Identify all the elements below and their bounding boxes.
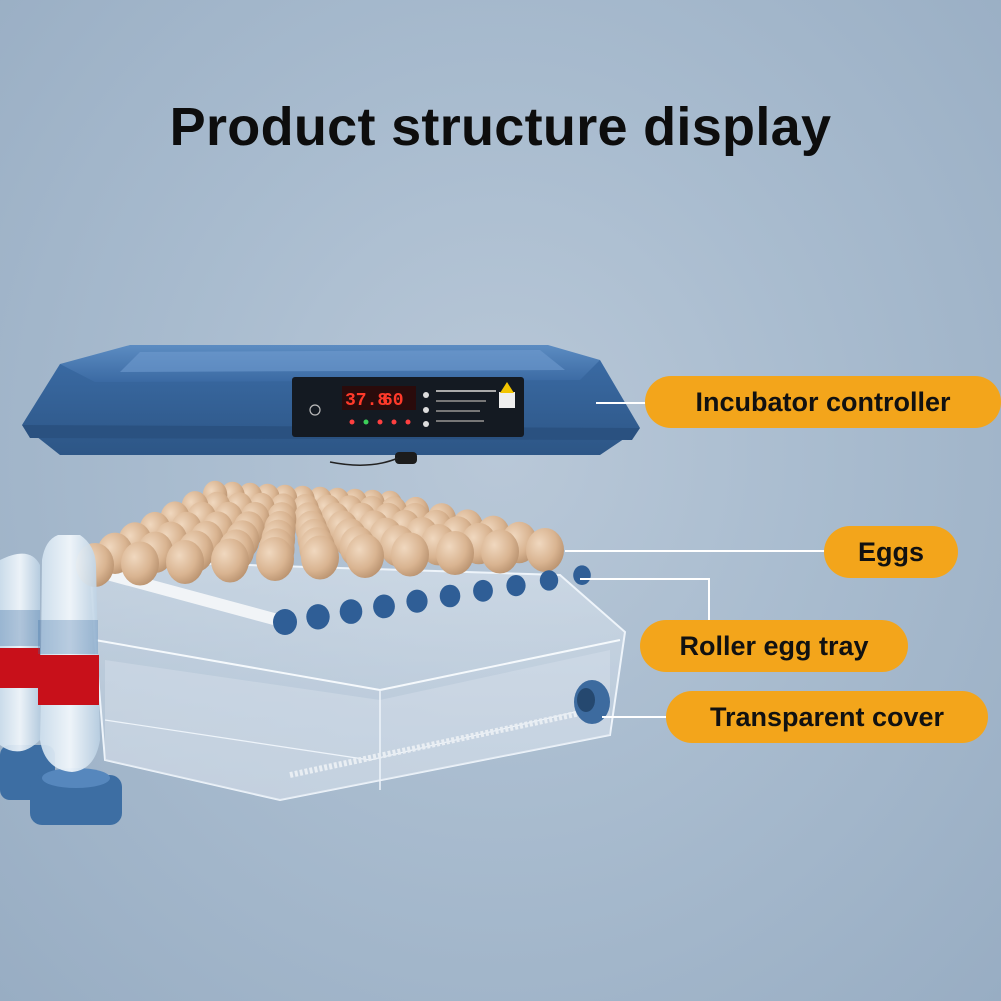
- temperature-readout: 37.8: [345, 391, 388, 411]
- callout-transparent-cover: Transparent cover: [666, 691, 988, 743]
- roller-cap: [539, 570, 559, 591]
- controller-leader-line: [596, 402, 648, 404]
- roller-cap: [273, 609, 297, 635]
- roller-rod: [79, 562, 291, 628]
- egg: [301, 535, 339, 580]
- callout-transparent-cover-text: Transparent cover: [709, 701, 945, 732]
- roller-cap: [439, 584, 461, 608]
- humidity-readout: 60: [382, 391, 404, 411]
- roller-caps: [273, 565, 591, 635]
- roller-cap: [506, 575, 526, 597]
- roller-leader-line-v: [708, 578, 710, 622]
- roller-cap: [473, 579, 493, 602]
- callout-eggs: Eggs: [824, 526, 958, 578]
- egg: [436, 531, 474, 575]
- egg: [526, 528, 564, 572]
- egg: [121, 541, 159, 586]
- roller-cap: [373, 594, 395, 619]
- callout-incubator-controller: Incubator controller: [645, 376, 1001, 428]
- callout-roller-egg-tray: Roller egg tray: [640, 620, 908, 672]
- egg: [481, 529, 519, 574]
- water-bottles: [0, 535, 122, 825]
- eggs-group: [76, 480, 564, 587]
- incubator-lid: 37.8 60: [22, 345, 640, 466]
- callout-incubator-controller-text: Incubator controller: [695, 386, 951, 417]
- egg: [346, 534, 384, 578]
- roller-cap: [573, 565, 591, 585]
- eggs-leader-line: [565, 550, 825, 552]
- egg: [211, 538, 249, 583]
- transparent-base: [88, 558, 627, 802]
- egg: [166, 540, 204, 584]
- roller-cap: [339, 599, 363, 624]
- callout-eggs-text: Eggs: [857, 536, 924, 567]
- egg: [391, 532, 429, 577]
- egg: [256, 537, 294, 581]
- roller-cap: [406, 589, 428, 613]
- roller-leader-line-h: [580, 578, 710, 580]
- callout-roller-egg-tray-text: Roller egg tray: [679, 630, 869, 661]
- roller-cap: [306, 604, 330, 630]
- cover-leader-line: [602, 716, 668, 718]
- page-title: Product structure display: [169, 97, 832, 157]
